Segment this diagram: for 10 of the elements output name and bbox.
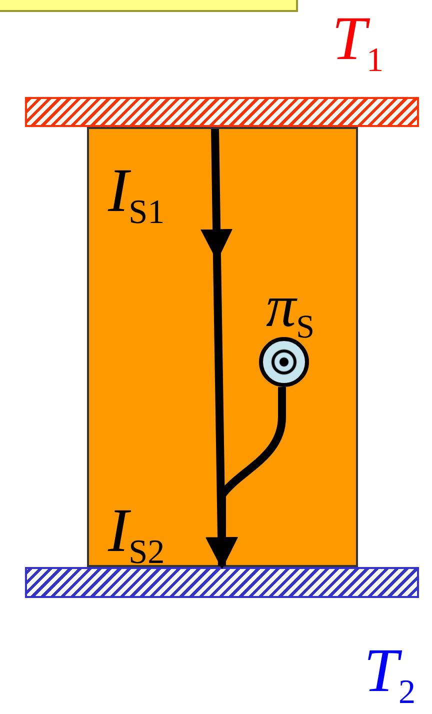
source-label: π$_{S}$ bbox=[266, 276, 314, 345]
reservoir-bar bbox=[25, 97, 419, 127]
source-symbol bbox=[259, 337, 309, 387]
flow-label: I$_{S1}$ bbox=[108, 160, 165, 230]
flow-label: I$_{S2}$ bbox=[108, 500, 165, 570]
temperature-label: T$_{1}$ bbox=[332, 8, 384, 78]
reservoir-bar bbox=[25, 567, 419, 598]
flow-arrow bbox=[206, 387, 286, 570]
conductor-block bbox=[87, 127, 358, 567]
temperature-label: T$_{2}$ bbox=[364, 640, 416, 710]
